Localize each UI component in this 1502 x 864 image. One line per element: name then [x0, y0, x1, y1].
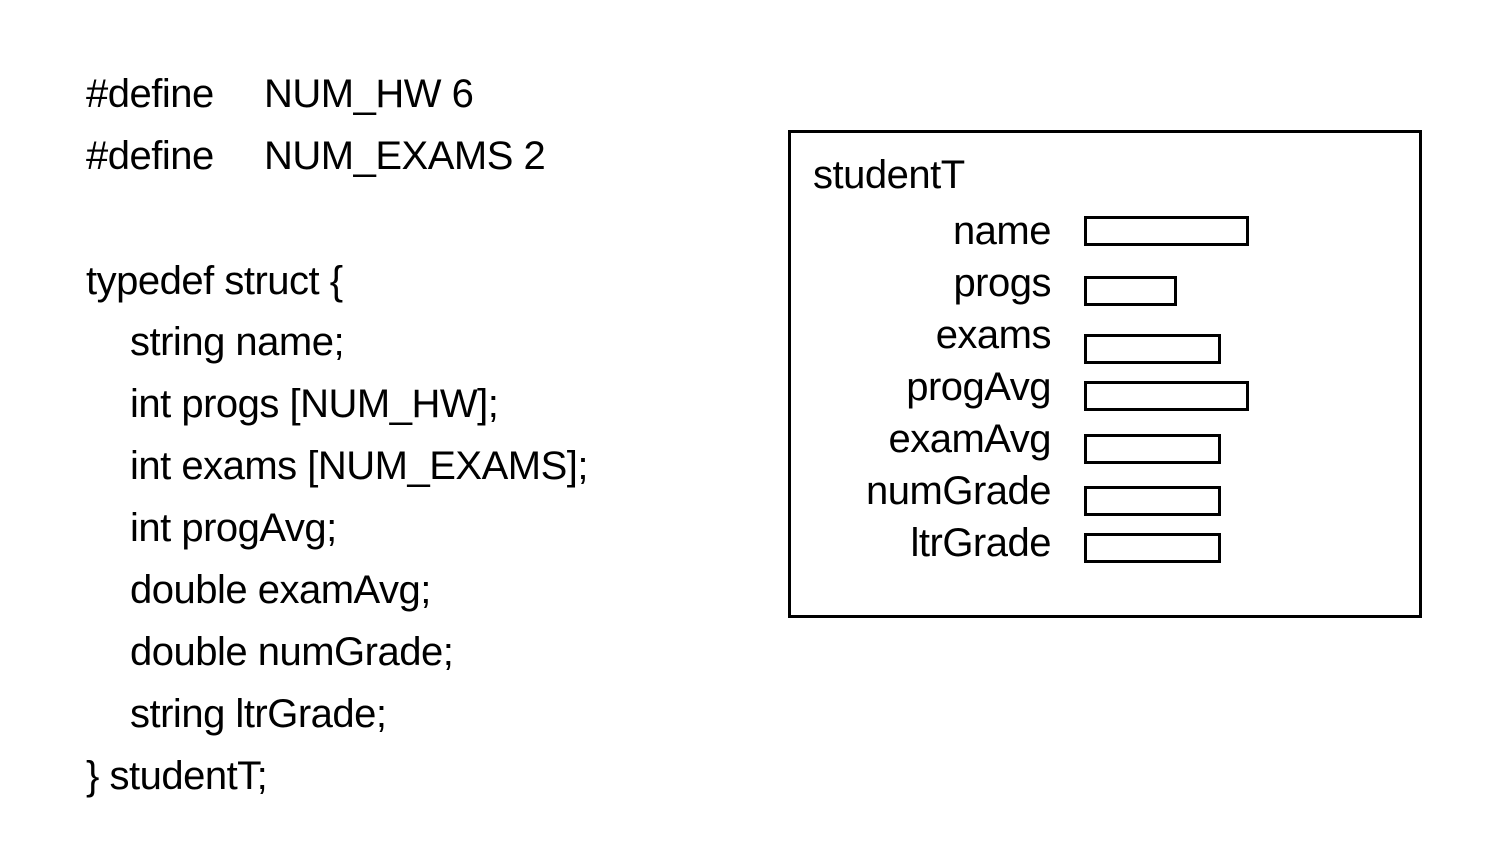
field-cell-exams [1084, 334, 1221, 364]
define-value: NUM_HW 6 [264, 72, 474, 116]
struct-member: int progAvg; [130, 506, 337, 550]
typedef-open: typedef struct { [86, 259, 343, 303]
field-cell-progAvg [1084, 381, 1249, 411]
field-cell-examAvg [1084, 434, 1221, 464]
field-cell-ltrGrade [1084, 533, 1221, 563]
field-cell-name [1084, 216, 1249, 246]
field-cell-progs [1084, 276, 1177, 306]
struct-member: int exams [NUM_EXAMS]; [130, 444, 589, 488]
field-cell-numGrade [1084, 486, 1221, 516]
typedef-close: } studentT; [86, 754, 268, 798]
field-label-exams: exams [935, 313, 1052, 357]
define-keyword: #define [86, 134, 214, 178]
define-keyword: #define [86, 72, 214, 116]
field-label-examAvg: examAvg [888, 417, 1051, 461]
field-label-progs: progs [953, 261, 1051, 305]
define-line: #define NUM_HW 6 [86, 70, 474, 118]
field-label-progAvg: progAvg [906, 365, 1051, 409]
field-label-name: name [952, 209, 1052, 253]
define-value: NUM_EXAMS 2 [264, 134, 546, 178]
struct-diagram: studentT name progs exams progAvg examAv… [788, 130, 1422, 618]
field-label-numGrade: numGrade [866, 469, 1051, 513]
struct-member: double examAvg; [130, 568, 431, 612]
struct-member: double numGrade; [130, 630, 454, 674]
diagram-title: studentT [813, 153, 965, 197]
struct-member: int progs [NUM_HW]; [130, 382, 499, 426]
field-label-ltrGrade: ltrGrade [910, 521, 1052, 565]
struct-member: string ltrGrade; [130, 692, 387, 736]
define-line: #define NUM_EXAMS 2 [86, 132, 546, 180]
struct-member: string name; [130, 320, 345, 364]
